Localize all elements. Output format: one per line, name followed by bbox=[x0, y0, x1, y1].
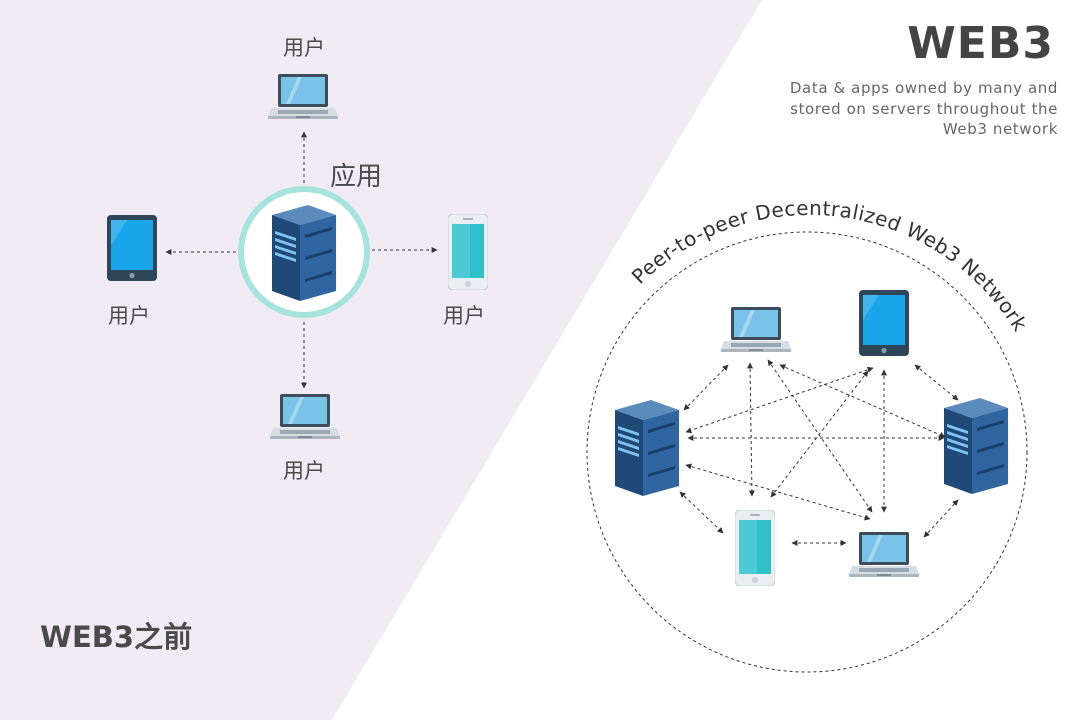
app-label: 应用 bbox=[330, 162, 383, 192]
user-label-bottom: 用户 bbox=[283, 459, 325, 483]
user-label-right: 用户 bbox=[443, 304, 485, 328]
ring-label: Peer-to-peer Decentralized Web3 Network bbox=[627, 196, 1033, 336]
user-label-top: 用户 bbox=[283, 36, 325, 60]
left-user-tablet-icon bbox=[107, 215, 157, 281]
node-laptop-bottom-icon bbox=[849, 532, 919, 577]
user-label-left: 用户 bbox=[108, 304, 150, 328]
node-server-left-icon bbox=[615, 400, 679, 496]
node-phone-bottom-icon bbox=[735, 510, 775, 586]
right-user-phone-icon bbox=[448, 214, 488, 290]
node-server-right-icon bbox=[944, 398, 1008, 494]
left-panel-bg bbox=[0, 0, 762, 720]
web3-subtitle: Data & apps owned by many and stored on … bbox=[789, 79, 1058, 138]
web3-title: WEB3 bbox=[907, 18, 1054, 69]
p2p-arrows bbox=[679, 359, 959, 546]
central-arrows bbox=[165, 131, 438, 389]
bottom-user-laptop-icon bbox=[270, 394, 340, 439]
centralized-diagram bbox=[107, 74, 488, 439]
top-user-laptop-icon bbox=[268, 74, 338, 119]
before-web3-title: WEB3之前 bbox=[40, 620, 193, 654]
node-tablet-top-icon bbox=[859, 290, 909, 356]
app-server-icon bbox=[272, 205, 336, 301]
network-boundary bbox=[586, 231, 1028, 673]
node-laptop-top-icon bbox=[721, 307, 791, 352]
decentralized-diagram: Peer-to-peer Decentralized Web3 Network bbox=[586, 196, 1033, 673]
